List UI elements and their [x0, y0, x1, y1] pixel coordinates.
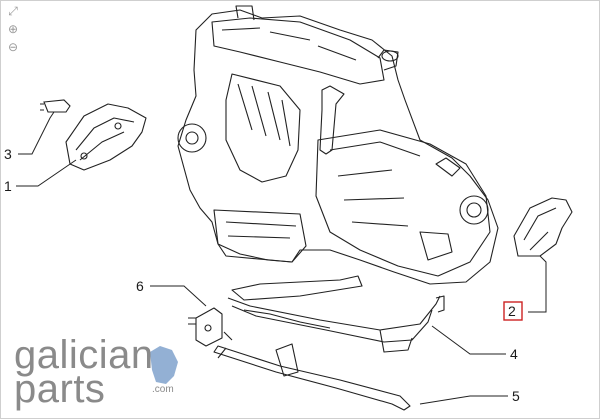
callout-5[interactable]: 5	[512, 388, 520, 404]
callout-4[interactable]: 4	[510, 346, 518, 362]
callout-1[interactable]: 1	[4, 178, 12, 194]
zoom-in-icon[interactable]: ⊕	[7, 22, 19, 36]
engine-assembly-drawing	[177, 5, 499, 285]
callout-3[interactable]: 3	[4, 146, 12, 162]
logo-map-icon	[150, 346, 178, 384]
logo-suffix: .com	[152, 384, 174, 395]
part-5-tie-rod[interactable]	[213, 331, 411, 411]
expand-icon[interactable]: ⤢	[8, 3, 18, 18]
part-6-mount[interactable]	[188, 307, 223, 347]
zoom-toolbar: ⤢ ⊕ ⊖	[4, 3, 24, 55]
part-1-bracket[interactable]	[65, 103, 147, 171]
callout-2-highlight-box	[503, 301, 523, 321]
part-3-sensor[interactable]	[40, 99, 71, 113]
zoom-out-icon[interactable]: ⊖	[7, 40, 19, 54]
callout-6[interactable]: 6	[136, 278, 144, 294]
leader-lines	[16, 111, 547, 405]
part-4-crossmember[interactable]	[227, 275, 445, 353]
logo-line-2: parts	[14, 367, 106, 411]
part-2-bracket[interactable]	[513, 197, 573, 257]
galicianparts-logo: galician parts	[14, 333, 154, 411]
callout-2[interactable]: 2	[508, 303, 516, 319]
logo-line-1: galician	[14, 333, 154, 377]
